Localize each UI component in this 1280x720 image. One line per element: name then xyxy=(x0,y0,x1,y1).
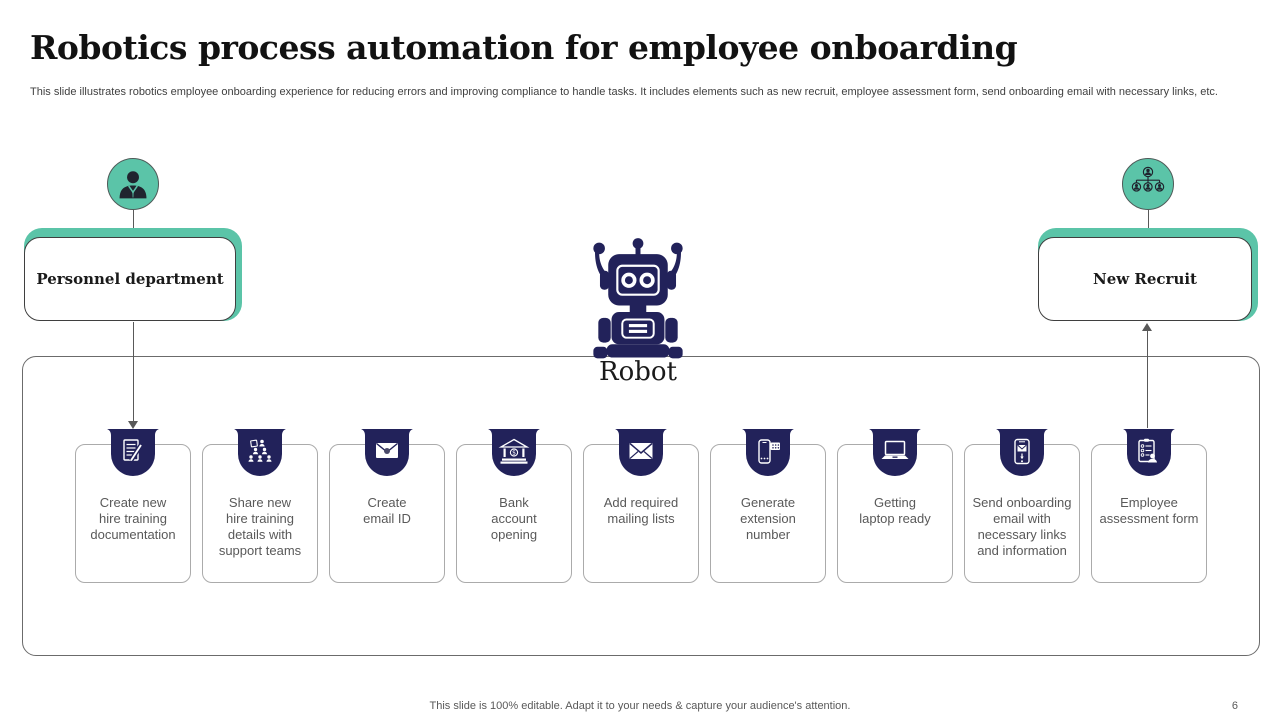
task-label: Create email ID xyxy=(363,495,411,526)
page-number: 6 xyxy=(1231,700,1238,712)
arrow-down-head xyxy=(128,421,138,429)
document-pencil-icon xyxy=(107,429,159,476)
team-presentation-icon xyxy=(234,429,286,476)
task-card-assessment-form: Employee assessment form xyxy=(1091,429,1207,583)
task-card-mailing-lists: Add required mailing lists xyxy=(583,429,699,583)
personnel-avatar xyxy=(107,158,159,210)
task-card-create-email-id: Create email ID xyxy=(329,429,445,583)
laptop-icon xyxy=(869,429,921,476)
phone-extension-icon xyxy=(742,429,794,476)
task-label: Create new hire training documentation xyxy=(90,495,176,542)
task-card-create-documentation: Create new hire training documentation xyxy=(75,429,191,583)
envelope-icon xyxy=(615,429,667,476)
svg-text:$: $ xyxy=(512,450,516,457)
task-label: Bank account opening xyxy=(490,495,538,542)
task-label: Send onboarding email with necessary lin… xyxy=(972,495,1072,558)
new-recruit-avatar xyxy=(1122,158,1174,210)
task-cards-row: Create new hire training documentation S… xyxy=(22,429,1260,583)
task-label: Share new hire training details with sup… xyxy=(218,495,302,558)
task-card-bank-account: $ Bank account opening xyxy=(456,429,572,583)
footer-note: This slide is 100% editable. Adapt it to… xyxy=(429,700,851,712)
email-seal-icon xyxy=(361,429,413,476)
org-chart-icon xyxy=(1131,166,1165,192)
robot-icon xyxy=(593,238,683,359)
arrow-personnel-to-task-line xyxy=(133,322,134,422)
task-label: Employee assessment form xyxy=(1099,495,1199,526)
task-card-extension-number: Generate extension number xyxy=(710,429,826,583)
task-card-share-training: Share new hire training details with sup… xyxy=(202,429,318,583)
assessment-clipboard-icon xyxy=(1123,429,1175,476)
task-card-laptop-ready: Getting laptop ready xyxy=(837,429,953,583)
bank-icon: $ xyxy=(488,429,540,476)
connector-circle-to-box-left xyxy=(133,210,134,228)
connector-circle-to-box-right xyxy=(1148,210,1149,228)
new-recruit-box: New Recruit xyxy=(1038,237,1252,321)
arrow-task-to-recruit-line xyxy=(1147,331,1148,428)
personnel-label: Personnel department xyxy=(36,270,224,288)
task-card-send-onboarding-email: Send onboarding email with necessary lin… xyxy=(964,429,1080,583)
mobile-email-icon xyxy=(996,429,1048,476)
arrow-up-head xyxy=(1142,323,1152,331)
task-label: Generate extension number xyxy=(740,495,796,542)
task-label: Add required mailing lists xyxy=(603,495,679,526)
task-label: Getting laptop ready xyxy=(859,495,931,526)
businessman-icon xyxy=(119,171,147,199)
personnel-box: Personnel department xyxy=(24,237,236,321)
new-recruit-label: New Recruit xyxy=(1093,270,1197,288)
page-title: Robotics process automation for employee… xyxy=(30,28,1018,67)
slide-description: This slide illustrates robotics employee… xyxy=(30,86,1218,98)
robot-label: Robot xyxy=(599,357,677,387)
